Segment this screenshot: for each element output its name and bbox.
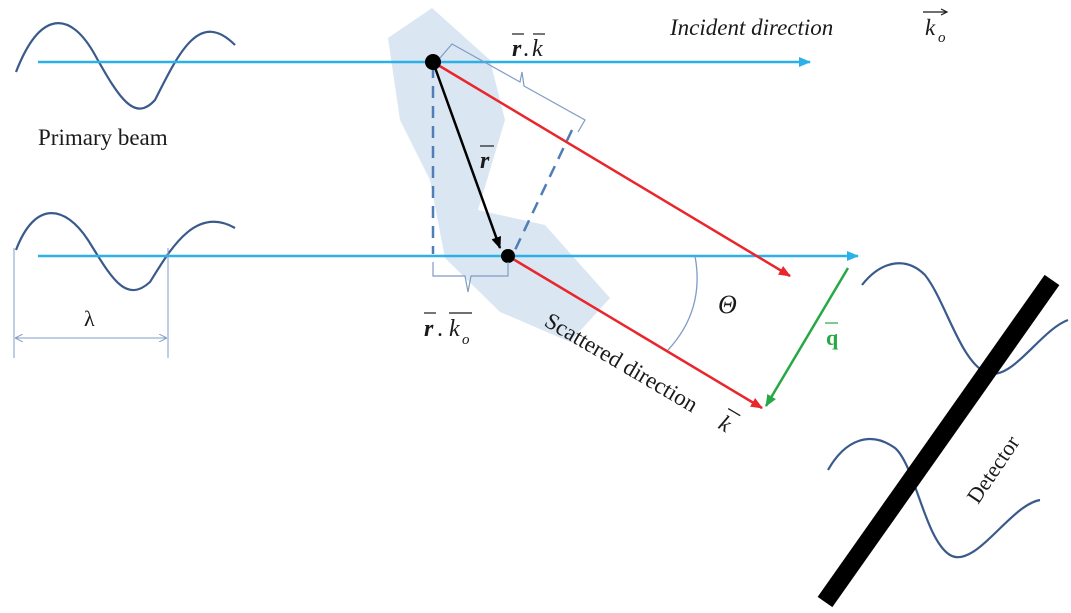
- lambda-label: λ: [84, 306, 95, 331]
- q-vector-arrow: [764, 267, 850, 407]
- r-dot-ko-r: r: [424, 316, 434, 342]
- r-dot-ko-sub: o: [462, 332, 470, 348]
- detector-wave-top: [861, 262, 1069, 376]
- r-dot-k-r: r: [512, 36, 522, 62]
- detector-bar: [817, 274, 1060, 608]
- theta-label: Θ: [718, 290, 737, 319]
- r-vector-arrow: [431, 61, 502, 249]
- projection-dashed-diagonal: [513, 129, 574, 251]
- scattered-vector-overarrow: [727, 408, 741, 417]
- detector-label-group: Detector: [961, 430, 1024, 507]
- incident-vector-k: k: [925, 15, 936, 40]
- brace-r-dot-ko: [432, 262, 509, 293]
- r-dot-k-k: k: [532, 36, 543, 62]
- scattered-beam-top: [432, 60, 791, 278]
- theta-arc: [667, 255, 698, 351]
- scatterer-point-1: [425, 54, 441, 70]
- scatterer-point-2: [501, 249, 515, 263]
- detector-wave-bottom: [827, 438, 1041, 559]
- primary-wave-top: [14, 22, 236, 110]
- r-vector-label: r: [480, 148, 490, 174]
- detector-label: Detector: [961, 430, 1024, 507]
- incident-direction-label: Incident direction: [669, 15, 833, 40]
- incident-vector-overarrow-head: [940, 8, 949, 16]
- incident-vector-sub: o: [938, 30, 946, 46]
- scattered-beam-bottom: [507, 254, 763, 410]
- r-dot-ko-k: k: [449, 316, 460, 342]
- sample-region: [388, 8, 610, 342]
- r-dot-ko-dot: .: [437, 316, 443, 342]
- scattered-direction-group: Scattered direction k: [540, 308, 741, 437]
- q-vector-label: q: [826, 325, 839, 350]
- primary-wave-bottom: [14, 212, 236, 292]
- r-dot-k-dot: .: [523, 36, 529, 62]
- scattered-vector-k: k: [715, 410, 737, 437]
- brace-r-dot-k: [439, 43, 586, 133]
- primary-beam-label: Primary beam: [38, 125, 168, 150]
